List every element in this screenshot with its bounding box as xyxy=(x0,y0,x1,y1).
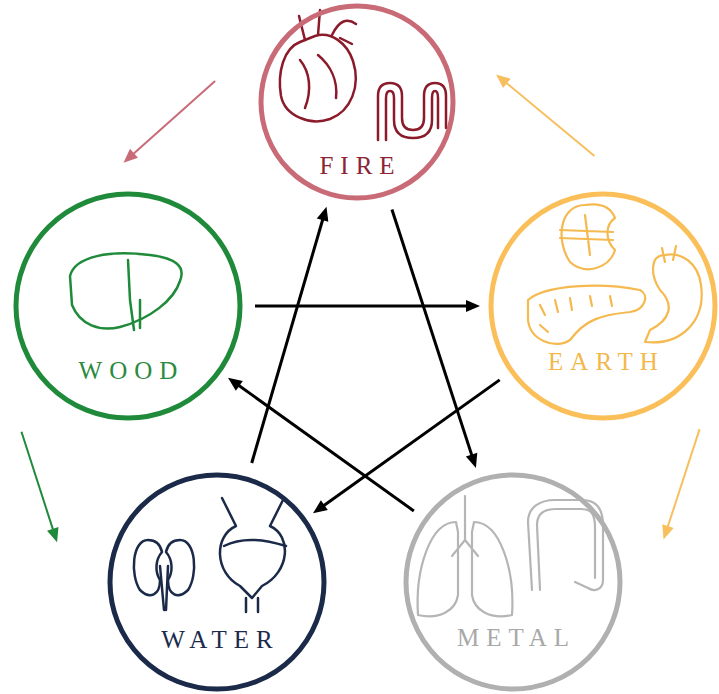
circle-outline xyxy=(488,191,718,421)
arrowhead xyxy=(317,207,329,222)
connector-line xyxy=(667,429,700,530)
element-label: WATER xyxy=(154,627,279,652)
circle-outline xyxy=(107,472,327,692)
connector-line xyxy=(255,305,470,308)
arrow-connector xyxy=(252,207,329,463)
element-circle: WOOD xyxy=(13,191,243,421)
element-circle: METAL xyxy=(403,472,623,692)
element-circle: EARTH xyxy=(488,191,718,421)
arrow-connector xyxy=(21,432,58,542)
element-label: EARTH xyxy=(541,349,665,374)
arrowhead xyxy=(313,500,328,513)
arrowhead xyxy=(466,453,477,468)
connector-line xyxy=(504,81,595,156)
circle-outline xyxy=(13,191,243,421)
bladder-icon xyxy=(220,498,286,612)
arrow-connector xyxy=(313,380,500,513)
intestine-icon xyxy=(378,83,446,140)
element-circle: WATER xyxy=(107,472,327,692)
arrowhead xyxy=(228,378,243,391)
arrowhead xyxy=(466,300,480,312)
arrow-connector xyxy=(228,378,414,511)
colon-icon xyxy=(528,500,603,590)
element-label: METAL xyxy=(450,625,576,650)
circle-outline xyxy=(403,472,623,692)
earth-organs-icon xyxy=(528,204,702,344)
arrow-connector xyxy=(496,74,594,156)
liver-icon xyxy=(70,253,182,330)
kidneys-icon xyxy=(134,540,194,610)
element-label: FIRE xyxy=(312,153,401,178)
connector-line xyxy=(21,432,54,533)
connector-line xyxy=(392,209,473,458)
connector-line xyxy=(321,380,500,508)
arrow-connector xyxy=(255,300,480,312)
connector-line xyxy=(236,383,414,510)
arrowhead xyxy=(47,527,58,542)
arrowhead xyxy=(496,74,511,88)
arrowhead xyxy=(124,149,138,163)
element-label: WOOD xyxy=(72,358,185,383)
arrowhead xyxy=(662,524,673,539)
connector-line xyxy=(252,216,324,463)
arrow-connector xyxy=(124,81,216,163)
arrow-connector xyxy=(662,429,699,539)
arrow-connector xyxy=(392,209,477,467)
element-circle: FIRE xyxy=(258,3,456,201)
connector-line xyxy=(131,81,215,156)
heart-icon xyxy=(280,10,356,121)
